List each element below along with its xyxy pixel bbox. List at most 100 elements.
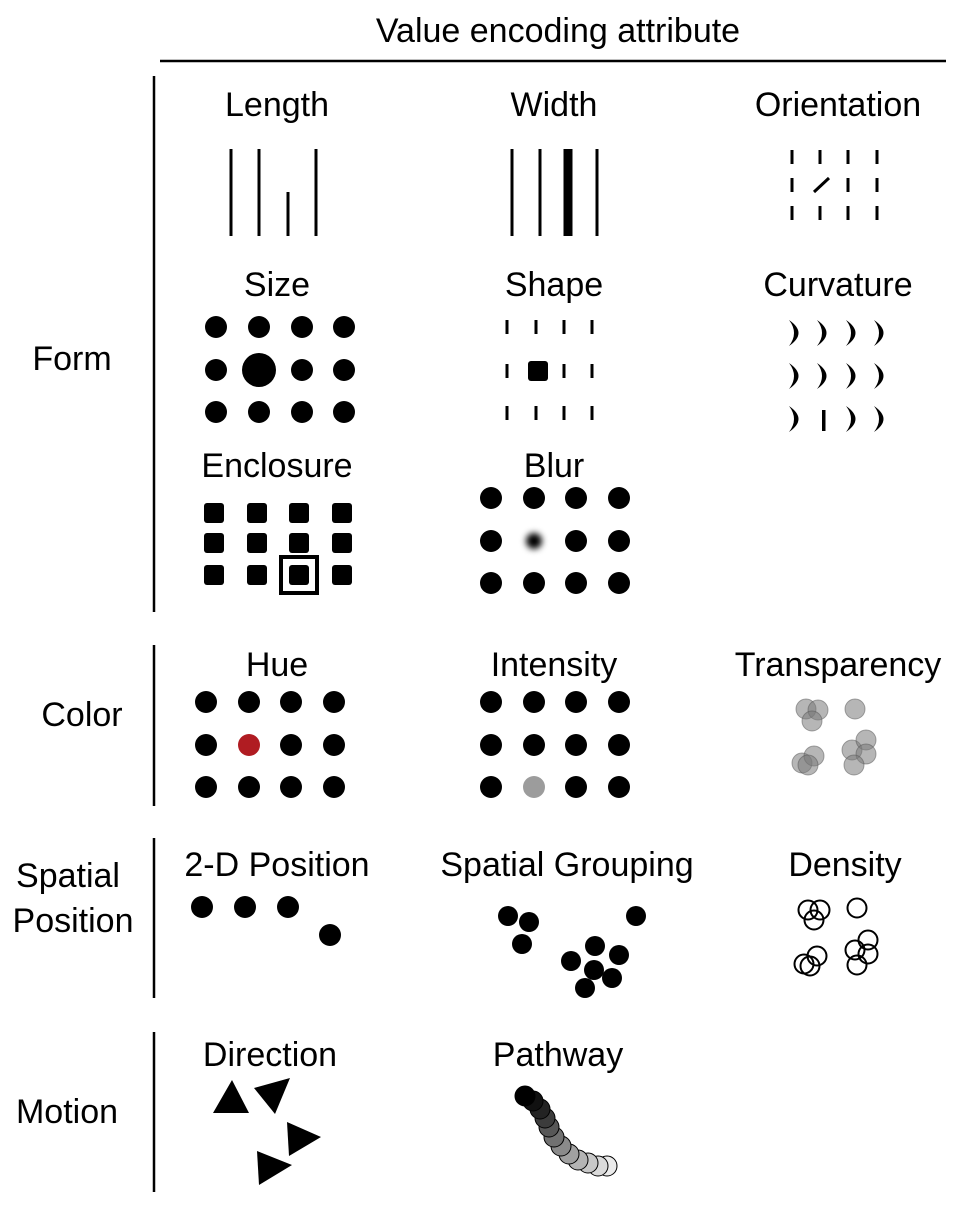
intensity-dot	[480, 776, 502, 798]
attr-transparency-label: Transparency	[735, 646, 942, 684]
transparency-dot	[797, 754, 819, 776]
blur-dot	[480, 572, 502, 594]
grouping-dot	[575, 978, 595, 998]
intensity-dot	[480, 691, 502, 713]
orientation-glyph	[790, 150, 879, 220]
attr-hue-label: Hue	[246, 646, 308, 684]
transparency-glyph	[791, 698, 877, 776]
length-glyph	[229, 149, 318, 236]
size-dot	[291, 316, 313, 338]
attr-direction-label: Direction	[203, 1036, 337, 1074]
curvature-glyph	[789, 320, 884, 432]
header-title: Value encoding attribute	[376, 12, 740, 50]
hue-dot	[238, 691, 260, 713]
grouping-dot	[585, 936, 605, 956]
attr-width-label: Width	[511, 86, 598, 124]
curvature-crescent	[846, 406, 856, 432]
attr-blur-label: Blur	[524, 447, 584, 485]
size-dot	[205, 401, 227, 423]
size-dot	[291, 359, 313, 381]
density-ring	[857, 943, 879, 965]
attr-density-label: Density	[788, 846, 901, 884]
intensity-dot	[608, 734, 630, 756]
attr-spatial-grouping-label: Spatial Grouping	[440, 846, 693, 884]
intensity-dot	[608, 691, 630, 713]
blur-dot	[565, 487, 587, 509]
size-dot	[333, 401, 355, 423]
enclosure-square-enclosed	[289, 565, 309, 585]
hue-dot	[280, 776, 302, 798]
attr-curvature-label: Curvature	[763, 266, 912, 304]
attr-pathway-label: Pathway	[493, 1036, 623, 1074]
attr-2d-position-label: 2-D Position	[184, 846, 369, 884]
density-ring	[857, 929, 879, 951]
size-dot	[333, 316, 355, 338]
blur-dot	[523, 487, 545, 509]
direction-glyph	[213, 1078, 321, 1185]
density-ring	[809, 899, 831, 921]
blur-dot	[523, 572, 545, 594]
blur-dot	[565, 530, 587, 552]
density-ring	[799, 955, 821, 977]
density-ring	[846, 954, 868, 976]
curvature-crescent	[874, 406, 884, 432]
direction-triangle	[254, 1078, 290, 1114]
attr-enclosure-label: Enclosure	[201, 447, 352, 485]
hue-dot	[238, 776, 260, 798]
hue-dot	[280, 691, 302, 713]
grouping-dot	[512, 934, 532, 954]
size-dot	[291, 401, 313, 423]
transparency-dot	[843, 754, 865, 776]
attr-orientation-label: Orientation	[755, 86, 921, 124]
blur-dot	[480, 530, 502, 552]
curvature-crescent	[789, 363, 799, 389]
intensity-dot-light	[523, 776, 545, 798]
size-glyph	[205, 316, 355, 423]
size-dot	[205, 359, 227, 381]
pathway-glyph	[514, 1085, 618, 1177]
position-2d-glyph	[191, 896, 341, 946]
intensity-glyph	[480, 691, 630, 798]
direction-triangle	[257, 1151, 292, 1185]
transparency-dot	[844, 698, 866, 720]
size-dot	[248, 401, 270, 423]
curvature-crescent	[789, 406, 799, 432]
enclosure-square	[247, 503, 267, 523]
blur-glyph	[480, 487, 630, 594]
position-dot-offset	[319, 924, 341, 946]
density-ring	[846, 897, 868, 919]
position-dot	[191, 896, 213, 918]
enclosure-square	[247, 533, 267, 553]
hue-dot	[280, 734, 302, 756]
blur-dot-blurred	[526, 533, 542, 549]
hue-dot	[323, 691, 345, 713]
category-spatial-label-line2: Position	[13, 902, 134, 940]
curvature-crescent	[789, 320, 799, 346]
hue-dot	[323, 776, 345, 798]
density-ring	[803, 909, 825, 931]
blur-dot	[608, 530, 630, 552]
intensity-dot	[523, 734, 545, 756]
curvature-crescent	[817, 320, 827, 346]
intensity-dot	[565, 734, 587, 756]
attr-intensity-label: Intensity	[491, 646, 618, 684]
curvature-crescent	[874, 320, 884, 346]
category-spatial-label-line1: Spatial	[16, 857, 120, 895]
spatial-grouping-glyph	[498, 906, 646, 998]
blur-dot	[565, 572, 587, 594]
size-dot	[205, 316, 227, 338]
category-form-label: Form	[32, 340, 111, 378]
transparency-dot	[801, 710, 823, 732]
blur-dot	[608, 572, 630, 594]
attr-length-label: Length	[225, 86, 329, 124]
curvature-crescent	[817, 363, 827, 389]
grouping-dot	[609, 945, 629, 965]
curvature-crescent	[874, 363, 884, 389]
intensity-dot	[523, 691, 545, 713]
hue-glyph	[195, 691, 345, 798]
enclosure-square	[332, 503, 352, 523]
attr-shape-label: Shape	[505, 266, 603, 304]
orientation-tick-rotated	[812, 176, 831, 194]
enclosure-square	[332, 533, 352, 553]
enclosure-square	[289, 533, 309, 553]
